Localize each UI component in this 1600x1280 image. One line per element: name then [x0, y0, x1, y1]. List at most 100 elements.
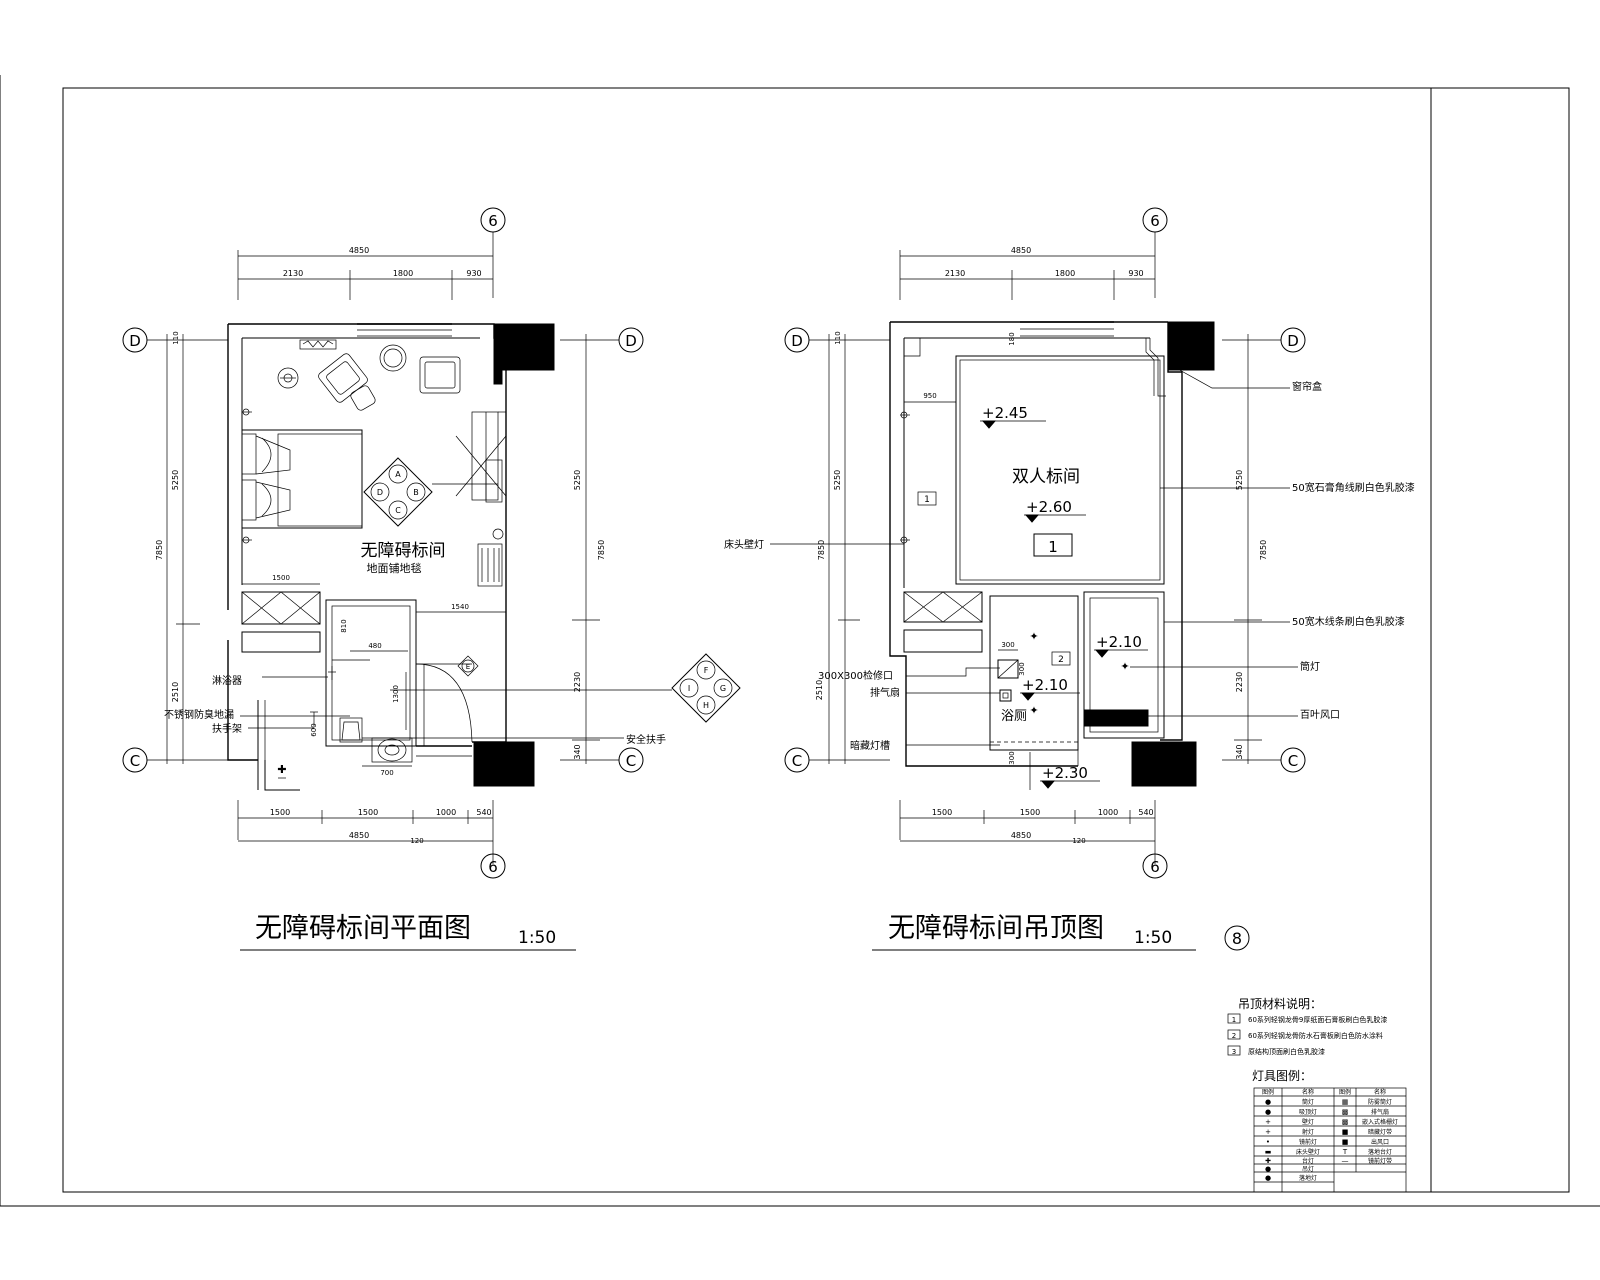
svg-text:1500: 1500 [932, 808, 952, 817]
svg-text:✚: ✚ [1265, 1157, 1271, 1165]
svg-text:1500: 1500 [1020, 808, 1040, 817]
plan-inner-dimensions: 1500 1540 480 810 700 1300 600 [242, 574, 506, 777]
svg-text:暗藏灯槽: 暗藏灯槽 [850, 739, 890, 752]
svg-text:吊灯: 吊灯 [1302, 1165, 1314, 1173]
svg-text:●: ● [1265, 1098, 1271, 1106]
svg-text:嵌入式格栅灯: 嵌入式格栅灯 [1362, 1118, 1398, 1126]
svg-text:120: 120 [1072, 837, 1085, 845]
bathroom-ceiling-panel [989, 595, 1079, 751]
svg-text:防雾筒灯: 防雾筒灯 [1368, 1098, 1392, 1106]
svg-text:50宽石膏角线刷白色乳胶漆: 50宽石膏角线刷白色乳胶漆 [1292, 481, 1415, 494]
ceiling-inner-dimensions: 950 180 300 300 300 [904, 332, 1026, 765]
column-bottom-right [473, 741, 535, 787]
svg-text:G: G [720, 684, 726, 693]
top-dimensions: 4850 2130 1800 930 [237, 246, 493, 300]
svg-text:不锈钢防臭地漏: 不锈钢防臭地漏 [164, 708, 234, 721]
svg-text:D: D [625, 332, 637, 350]
floor-lamp [277, 367, 299, 389]
legend-block: 吊顶材料说明： 1 60系列轻钢龙骨9厚纸面石膏板刷白色乳胶漆 2 60系列轻钢… [1227, 996, 1407, 1193]
plan-floor-note: 地面铺地毯 [367, 561, 422, 575]
column-bottom-right [1131, 741, 1197, 787]
right-dimensions: 5250 7850 2230 340 [572, 334, 606, 764]
svg-text:300: 300 [1008, 751, 1016, 764]
bathroom-name: 浴厕 [1001, 709, 1027, 724]
svg-text:落地灯: 落地灯 [1299, 1174, 1317, 1182]
svg-text:2510: 2510 [171, 682, 180, 702]
svg-text:3: 3 [1232, 1048, 1236, 1056]
svg-text:—: — [1342, 1157, 1349, 1165]
main-ceiling-panel [955, 355, 1165, 585]
svg-text:原结构顶面刷白色乳胶漆: 原结构顶面刷白色乳胶漆 [1248, 1047, 1325, 1056]
floor-plan-drawing: 6 4850 2130 1800 930 D C 7850 5250 2 [122, 207, 741, 951]
plan-furniture: ✚ [241, 339, 507, 779]
svg-text:A: A [395, 470, 401, 479]
svg-text:1540: 1540 [451, 603, 469, 611]
svg-text:180: 180 [1008, 332, 1016, 345]
ceiling-plan-drawing: 6 4850 2130 1800 930 D C 7850 5250 2510 … [724, 207, 1415, 951]
svg-text:1: 1 [924, 495, 930, 505]
svg-text:7850: 7850 [817, 540, 826, 560]
furniture-index-symbol: A B C D [363, 457, 498, 527]
armchair-left [318, 353, 368, 403]
sheet-frame [0, 75, 1600, 1207]
svg-text:✦: ✦ [1120, 660, 1129, 673]
svg-text:•: • [1266, 1138, 1270, 1146]
svg-text:300: 300 [1001, 641, 1014, 649]
svg-text:D: D [377, 488, 383, 497]
svg-text:D: D [791, 332, 803, 350]
svg-text:7850: 7850 [155, 540, 164, 560]
svg-text:排气扇: 排气扇 [870, 686, 900, 699]
svg-text:700: 700 [380, 769, 393, 777]
column-top-right [1167, 321, 1215, 371]
corridor-ceiling-panel [1083, 591, 1165, 739]
svg-text:▦: ▦ [1342, 1098, 1349, 1106]
ceiling-fixtures: ✦ ✦ ✦ [900, 411, 1130, 717]
svg-text:120: 120 [410, 837, 423, 845]
svg-text:T: T [1342, 1148, 1348, 1156]
ceiling-level-marks: +2.45 +2.60 +2.10 +2.10 +2.30 [980, 404, 1148, 789]
svg-text:1800: 1800 [393, 269, 413, 278]
svg-text:60系列轻钢龙骨防水石膏板刷白色防水涂料: 60系列轻钢龙骨防水石膏板刷白色防水涂料 [1248, 1031, 1383, 1040]
svg-text:C: C [130, 752, 140, 770]
plan-scale: 1:50 [518, 928, 556, 948]
ceiling-title: 无障碍标间吊顶图 [888, 913, 1104, 944]
svg-text:✚: ✚ [277, 763, 286, 776]
svg-text:2510: 2510 [815, 680, 824, 700]
svg-text:1000: 1000 [436, 808, 456, 817]
svg-text:1300: 1300 [392, 685, 400, 703]
exhaust-fan [999, 689, 1012, 702]
svg-text:图例: 图例 [1339, 1088, 1351, 1096]
svg-text:+2.10: +2.10 [1022, 676, 1068, 694]
svg-text:7850: 7850 [597, 540, 606, 560]
svg-text:5250: 5250 [1235, 470, 1244, 490]
svg-text:镜前灯: 镜前灯 [1299, 1138, 1317, 1146]
plan-room-name: 无障碍标间 [361, 541, 446, 561]
svg-text:1: 1 [1048, 538, 1058, 556]
armchair-right [419, 356, 461, 394]
svg-text:300X300检修口: 300X300检修口 [818, 669, 893, 682]
svg-text:340: 340 [573, 744, 582, 759]
svg-text:600: 600 [310, 723, 318, 736]
bed [241, 429, 363, 529]
svg-text:+2.10: +2.10 [1096, 633, 1142, 651]
ceiling-callouts: 窗帘盒 50宽石膏角线刷白色乳胶漆 床头壁灯 50宽木线条刷白色乳胶漆 筒灯 3… [724, 367, 1415, 752]
svg-text:+: + [1265, 1118, 1271, 1126]
return-air-grille [1083, 709, 1149, 727]
svg-text:950: 950 [923, 392, 936, 400]
svg-text:+2.30: +2.30 [1042, 764, 1088, 782]
svg-text:落地台灯: 落地台灯 [1368, 1148, 1392, 1156]
svg-text:2230: 2230 [1235, 672, 1244, 692]
svg-text:2: 2 [1058, 655, 1064, 665]
svg-text:E: E [466, 663, 470, 671]
svg-text:F: F [704, 666, 709, 675]
svg-text:6: 6 [1150, 212, 1160, 230]
svg-text:●: ● [1265, 1174, 1271, 1182]
plan-title: 无障碍标间平面图 [255, 913, 471, 944]
svg-text:吸顶灯: 吸顶灯 [1299, 1108, 1317, 1116]
svg-text:+2.60: +2.60 [1026, 498, 1072, 516]
svg-text:1000: 1000 [1098, 808, 1118, 817]
svg-text:扶手架: 扶手架 [212, 722, 242, 735]
svg-text:D: D [1287, 332, 1299, 350]
svg-text:百叶风口: 百叶风口 [1300, 709, 1340, 721]
svg-text:1: 1 [1232, 1016, 1236, 1024]
